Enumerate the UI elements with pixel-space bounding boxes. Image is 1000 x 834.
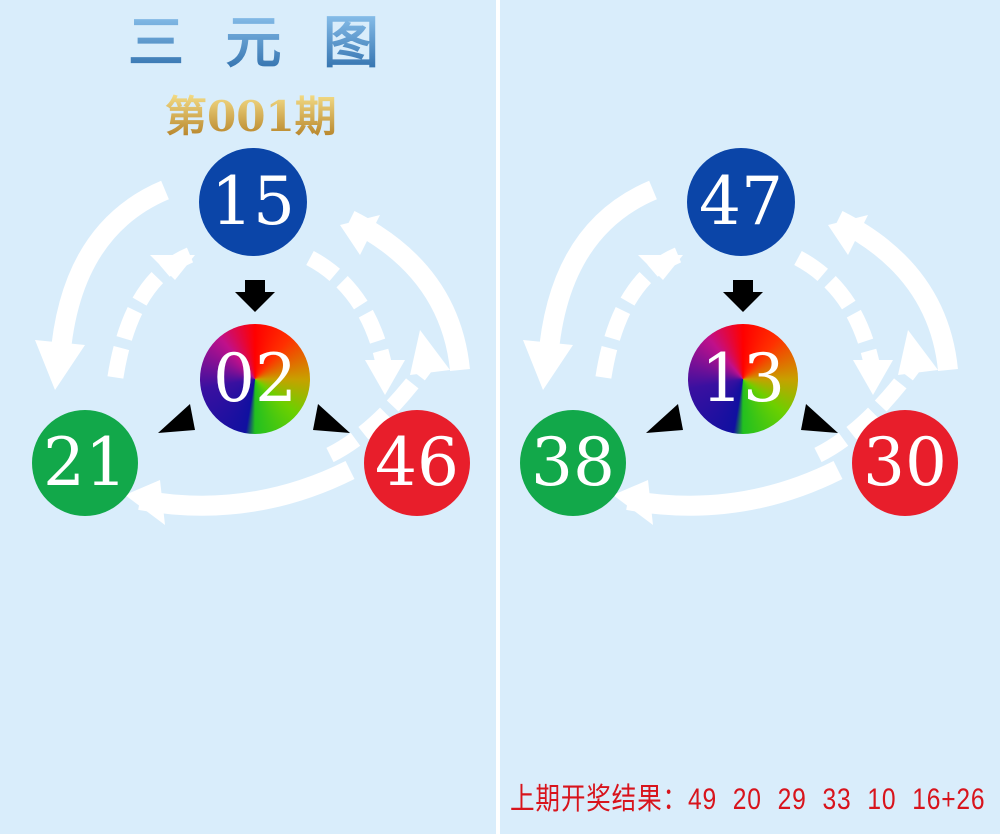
top-ball: 15	[199, 148, 307, 256]
cycle-arrows-icon	[35, 180, 470, 525]
right-ball: 30	[852, 410, 958, 516]
left-ball: 21	[32, 410, 138, 516]
cycle-arrows-icon	[523, 180, 958, 525]
issue-number: 第001期	[165, 92, 337, 141]
right-panel: 47 13 38 30	[488, 0, 984, 834]
page-title: 三 元 图	[128, 10, 390, 76]
top-ball: 47	[687, 148, 795, 256]
previous-result: 上期开奖结果：49 20 29 33 10 16+26	[510, 782, 985, 818]
left-panel: 15 02 21 46	[0, 0, 496, 834]
left-ball: 38	[520, 410, 626, 516]
result-label: 上期开奖结果：	[510, 783, 688, 816]
result-numbers: 49 20 29 33 10 16+26	[687, 783, 986, 816]
center-ball: 13	[688, 324, 798, 434]
panel-divider	[496, 0, 500, 834]
right-ball: 46	[364, 410, 470, 516]
center-ball: 02	[200, 324, 310, 434]
